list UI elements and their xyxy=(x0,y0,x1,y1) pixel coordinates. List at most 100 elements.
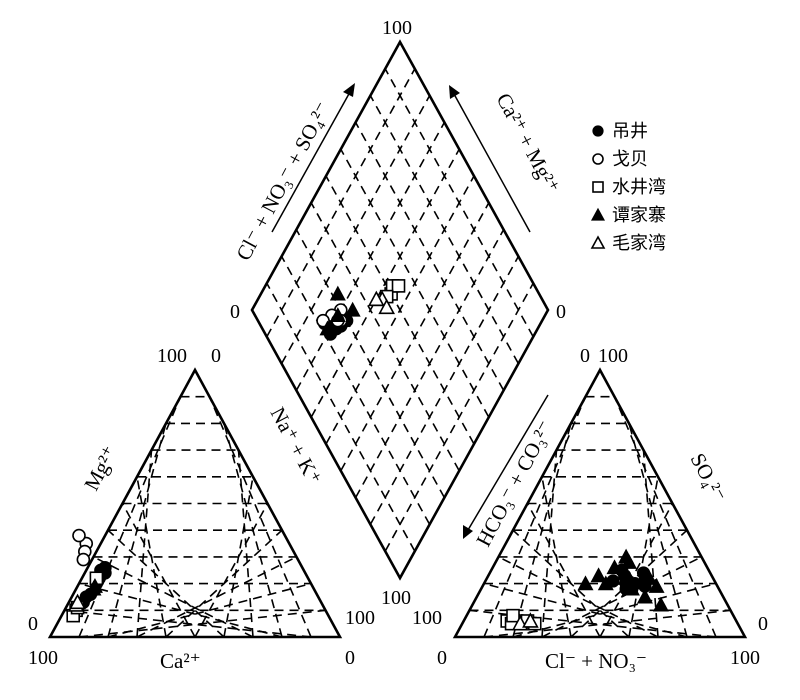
data-point-filled-triangle xyxy=(577,575,594,591)
data-point-filled-triangle xyxy=(648,578,665,593)
grid-line xyxy=(483,396,587,638)
grid-line xyxy=(295,122,446,391)
legend-marker-open-triangle xyxy=(590,235,606,249)
anion-axis-bottom-label: Cl⁻ + NO₃⁻ xyxy=(545,649,647,673)
diamond-grid xyxy=(266,68,534,552)
cation-tick-top-right: 0 xyxy=(211,345,221,367)
diamond-tick-left: 0 xyxy=(230,301,240,323)
grid-line xyxy=(78,396,182,638)
grid-line xyxy=(266,68,416,338)
cation-tick-right-corner: 100 xyxy=(345,607,375,629)
grid-line xyxy=(237,450,254,638)
data-point-filled-triangle xyxy=(618,569,635,585)
legend-item: 谭家寨 xyxy=(590,205,666,226)
data-point-filled-triangle xyxy=(319,320,336,336)
legend-label: 毛家湾 xyxy=(612,233,666,254)
grid-line xyxy=(628,476,659,638)
grid-line xyxy=(512,582,717,638)
anion-tick-bottom-right: 100 xyxy=(730,647,760,669)
cation-triangle-frame xyxy=(47,367,343,639)
diamond-axis-upper-left-label: Cl⁻ + NO₃⁻ + SO₄²⁻ xyxy=(231,98,335,265)
anion-tick-top-left: 0 xyxy=(580,345,590,367)
cation-axis-left-label: Mg²⁺ xyxy=(79,442,122,494)
diamond-field xyxy=(250,39,550,581)
diamond-frame xyxy=(250,39,550,581)
grid-line xyxy=(223,423,283,638)
arrow-diamond-right xyxy=(449,85,531,233)
anion-tick-top-right: 100 xyxy=(598,345,628,367)
grid-line xyxy=(512,529,630,638)
diamond-tick-right: 0 xyxy=(556,301,566,323)
data-point-filled-triangle xyxy=(590,567,607,583)
legend-item: 水井湾 xyxy=(592,177,666,198)
data-point-open-triangle xyxy=(367,290,385,307)
anion-triangle-frame xyxy=(452,367,748,639)
grid-line xyxy=(469,609,717,638)
arrow-diamond-left xyxy=(271,83,355,233)
data-point-filled-triangle xyxy=(606,559,623,575)
legend-item: 戈贝 xyxy=(592,149,648,170)
legend-marker-open-square xyxy=(592,181,604,193)
grid-line xyxy=(107,529,225,638)
legend-marker-open-circle xyxy=(592,153,604,165)
cation-triangle-grid xyxy=(64,395,326,638)
grid-line xyxy=(526,503,601,638)
arrow-anion-left xyxy=(463,394,549,539)
data-point-open-circle xyxy=(76,552,91,567)
legend-label: 水井湾 xyxy=(612,177,666,198)
legend-item: 毛家湾 xyxy=(590,233,666,254)
legend-marker-filled-triangle xyxy=(590,207,606,221)
data-point-filled-triangle xyxy=(641,569,658,585)
grid-line xyxy=(340,148,490,418)
grid-line xyxy=(208,396,312,638)
grid-line xyxy=(121,503,196,638)
legend-marker-filled-circle xyxy=(592,125,604,137)
data-point-filled-triangle xyxy=(329,307,346,322)
cation-tick-bottom-right: 0 xyxy=(345,647,355,669)
grid-line xyxy=(325,175,475,445)
data-point-filled-triangle xyxy=(620,553,638,569)
cation-triangle xyxy=(47,367,343,639)
grid-line xyxy=(107,582,312,638)
grid-line xyxy=(599,503,674,638)
grid-line xyxy=(642,450,659,638)
legend: 吊井 戈贝 水井湾 谭家寨 毛家湾 xyxy=(590,121,666,254)
data-point-filled-triangle xyxy=(636,588,653,604)
grid-line xyxy=(78,582,283,638)
grid-line xyxy=(194,503,269,638)
grid-line xyxy=(384,68,534,338)
anion-axis-right-label: SO₄²⁻ xyxy=(686,449,731,506)
data-point-open-triangle xyxy=(69,593,86,610)
grid-line xyxy=(223,476,254,638)
legend-label: 吊井 xyxy=(612,121,648,142)
anion-tick-right-corner: 0 xyxy=(758,613,768,635)
grid-line xyxy=(280,95,431,364)
data-point-filled-triangle xyxy=(623,580,640,596)
legend-item: 吊井 xyxy=(592,121,648,142)
data-points xyxy=(66,279,669,631)
anion-triangle xyxy=(452,367,748,639)
grid-line xyxy=(310,148,460,418)
data-point-filled-triangle xyxy=(329,285,346,301)
cation-tick-left-corner: 0 xyxy=(28,613,38,635)
data-point-open-square xyxy=(391,279,406,293)
anion-tick-left-corner: 100 xyxy=(412,607,442,629)
legend-label: 戈贝 xyxy=(612,149,648,170)
data-point-filled-triangle xyxy=(344,301,361,317)
anion-triangle-grid xyxy=(469,395,731,638)
cation-tick-top-left: 100 xyxy=(157,345,187,367)
legend-label: 谭家寨 xyxy=(612,205,666,226)
data-point-filled-triangle xyxy=(597,575,614,591)
grid-line xyxy=(354,122,505,391)
cation-tick-bottom-left: 100 xyxy=(28,647,58,669)
cation-axis-bottom-label: Ca²⁺ xyxy=(160,649,201,673)
data-point-open-triangle xyxy=(522,612,539,628)
data-point-open-triangle xyxy=(378,298,396,315)
diamond-tick-bottom: 100 xyxy=(381,587,411,609)
data-point-open-circle xyxy=(72,528,86,543)
grid-line xyxy=(369,95,520,364)
grid-line xyxy=(64,609,312,638)
cation-axis-right-label: Na⁺ + K⁺ xyxy=(266,403,327,489)
grid-line xyxy=(628,423,688,638)
